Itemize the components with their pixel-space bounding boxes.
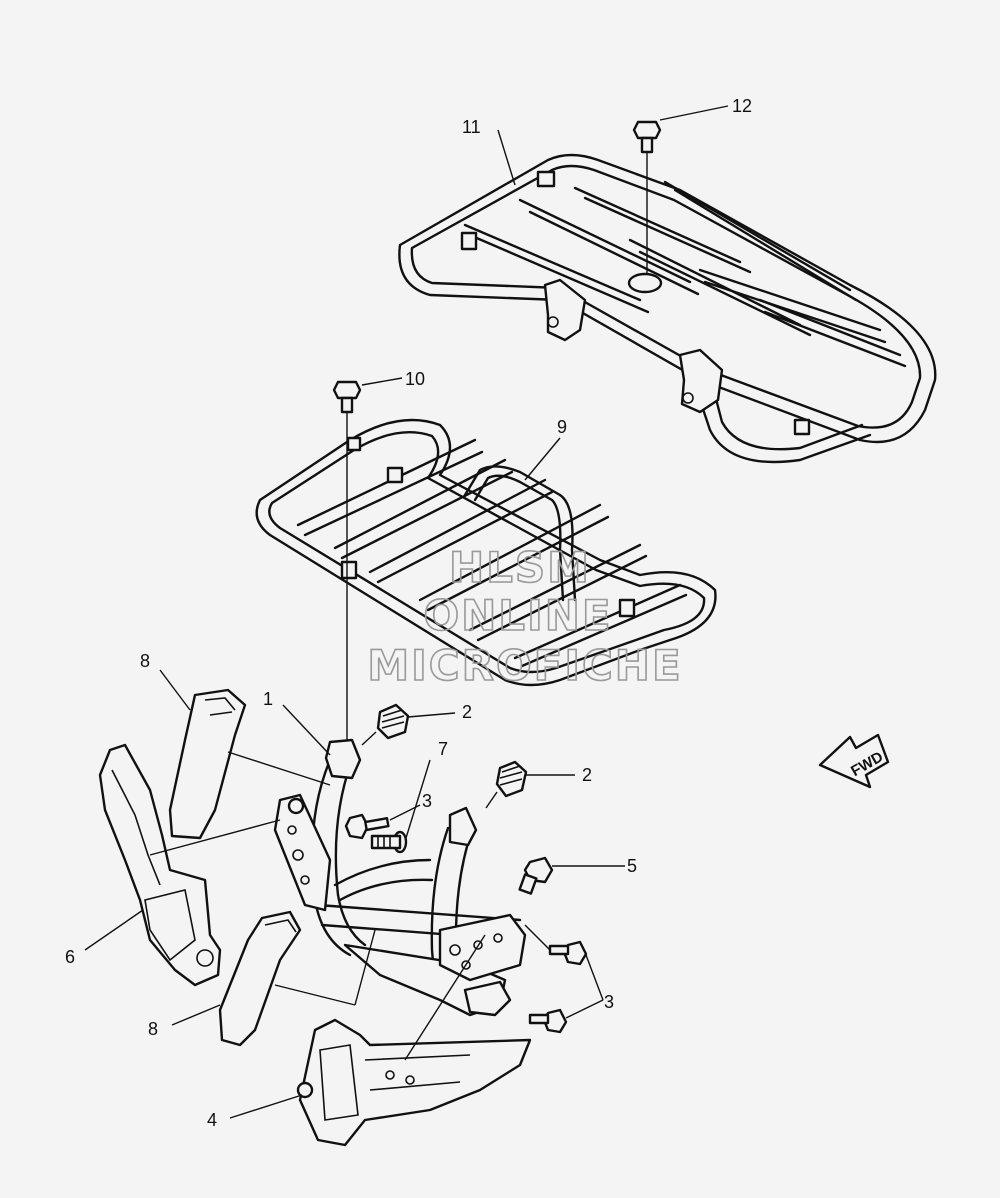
callout-10: 10 [405,369,425,389]
cover-8-upper [159,669,331,840]
callout-labels: 1 2 2 3 3 4 5 6 7 8 8 9 10 11 12 [65,96,752,1130]
rear-carrier-rack [398,153,937,464]
callout-3-lower: 3 [604,992,614,1012]
callout-3-upper: 3 [422,791,432,811]
leader-12 [659,105,729,121]
leader-9 [524,437,561,481]
callout-7: 7 [438,739,448,759]
callout-2-lower: 2 [582,765,592,785]
callout-5: 5 [627,856,637,876]
watermark-line-3: MICROFICHE [367,641,682,690]
callout-2-upper: 2 [462,702,472,722]
bolt-3-upper [344,804,421,840]
bolt-12 [632,120,662,275]
cover-8-lower [171,910,376,1047]
callout-8-upper: 8 [140,651,150,671]
callout-9: 9 [557,417,567,437]
collar-bolt-7 [370,759,431,854]
callout-1: 1 [263,689,273,709]
callout-4: 4 [207,1110,217,1130]
front-carrier-rack [255,418,717,687]
front-bracket [273,738,527,1017]
bolt-5 [518,856,625,895]
bolt-3-lower-a [524,924,604,1001]
callout-12: 12 [732,96,752,116]
callout-8-lower: 8 [148,1019,158,1039]
watermark-line-2: ONLINE [423,591,612,640]
watermark-line-1: HLSM [449,543,591,592]
bolt-10 [332,380,362,745]
callout-11: 11 [462,117,481,137]
leader-1 [282,704,331,756]
fwd-arrow-icon: FWD [818,733,890,789]
leader-11 [497,129,516,186]
callout-6: 6 [65,947,75,967]
side-guard-6 [84,743,281,987]
front-guard-4 [229,934,532,1147]
leader-10 [361,377,403,386]
damper-lower [485,760,575,809]
watermark: HLSM ONLINE MICROFICHE [367,542,682,691]
damper-upper [361,703,456,746]
bolt-3-lower-b [528,999,604,1034]
